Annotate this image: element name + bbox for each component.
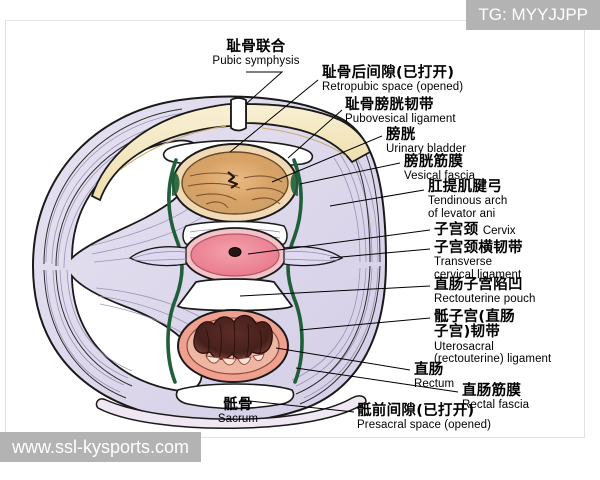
label-uterosacral-ligament-cn-2: 子宫)韧带 (434, 324, 501, 341)
leader-lines (229, 71, 459, 413)
label-pubovesical-ligament-cn: 耻骨膀胱韧带 (345, 97, 434, 113)
label-urinary-bladder-en: Urinary bladder (386, 143, 467, 156)
label-vesical-fascia-en: Vesical fascia (404, 170, 476, 183)
label-rectouterine-pouch-en: Rectouterine pouch (434, 293, 536, 306)
cervix (128, 227, 344, 283)
label-retropubic-space: 耻骨后间隙(已打开)Retropubic space (opened) (322, 65, 502, 94)
label-cervix-cn: 子宫颈 (434, 222, 479, 238)
label-tendinous-arch-levator-ani-en: Tendinous arch (428, 195, 508, 208)
label-transverse-cervical-ligament-en-2: cervical ligament (434, 268, 522, 281)
label-presacral-space-en: Presacral space (opened) (357, 419, 492, 432)
rectouterine-pouch (176, 278, 294, 312)
label-tendinous-arch-levator-ani-en-2: of levator ani (428, 207, 496, 220)
label-tendinous-arch-levator-ani-cn: 肛提肌腱弓 (428, 179, 502, 195)
label-rectum-cn: 直肠 (414, 362, 444, 378)
pubic-bones (90, 97, 372, 202)
label-retropubic-space-cn: 耻骨后间隙(已打开) (322, 65, 455, 81)
watermark-telegram: TG: MYYJJPP (466, 0, 600, 30)
label-retropubic-space-en: Retropubic space (opened) (322, 81, 464, 94)
label-pubic-symphysis-en: Pubic symphysis (212, 55, 300, 68)
label-uterosacral-ligament-cn: 骶子宫(直肠 (434, 309, 515, 325)
label-pubovesical-ligament-en: Pubovesical ligament (345, 113, 456, 126)
bladder-rugae (187, 172, 285, 209)
label-rectouterine-pouch-cn: 直肠子宫陷凹 (434, 277, 523, 293)
label-presacral-space: 骶前间隙(已打开)Presacral space (opened) (357, 403, 537, 432)
label-cervix-en: Cervix (482, 225, 516, 237)
label-uterosacral-ligament-en: Uterosacral (434, 340, 494, 353)
label-cervix: 子宫颈 Cervix (434, 222, 574, 239)
label-presacral-space-cn: 骶前间隙(已打开) (357, 403, 475, 419)
urinary-bladder (172, 143, 298, 223)
label-rectum-en: Rectum (414, 378, 455, 391)
label-rectal-fascia-cn: 直肠筋膜 (462, 383, 522, 399)
green-visceral-fascia (166, 158, 304, 384)
sacrum (95, 395, 367, 430)
bladder-trigone-mark (227, 171, 239, 189)
label-rectal-fascia-en: Rectal fascia (462, 399, 530, 412)
rectal-mucosa (193, 314, 273, 360)
watermark-site-url-text: www.ssl-kysports.com (12, 436, 190, 457)
label-pubic-symphysis-cn: 耻骨联合 (226, 39, 286, 55)
rectum (177, 309, 289, 383)
label-sacrum-cn: 骶骨 (223, 397, 253, 413)
label-uterosacral-ligament-en-2: (rectouterine) ligament (434, 352, 552, 365)
label-urinary-bladder-cn: 膀胱 (386, 127, 416, 143)
watermark-site-url: www.ssl-kysports.com (0, 432, 202, 462)
watermark-telegram-text: TG: MYYJJPP (478, 5, 588, 24)
label-vesical-fascia-cn: 膀胱筋膜 (404, 154, 464, 170)
external-os (228, 247, 242, 257)
pubic-symphysis-notch (230, 97, 247, 132)
label-transverse-cervical-ligament-en: Transverse (434, 256, 493, 269)
label-transverse-cervical-ligament-cn: 子宫颈横韧带 (434, 240, 523, 256)
label-sacrum-en: Sacrum (217, 413, 259, 426)
